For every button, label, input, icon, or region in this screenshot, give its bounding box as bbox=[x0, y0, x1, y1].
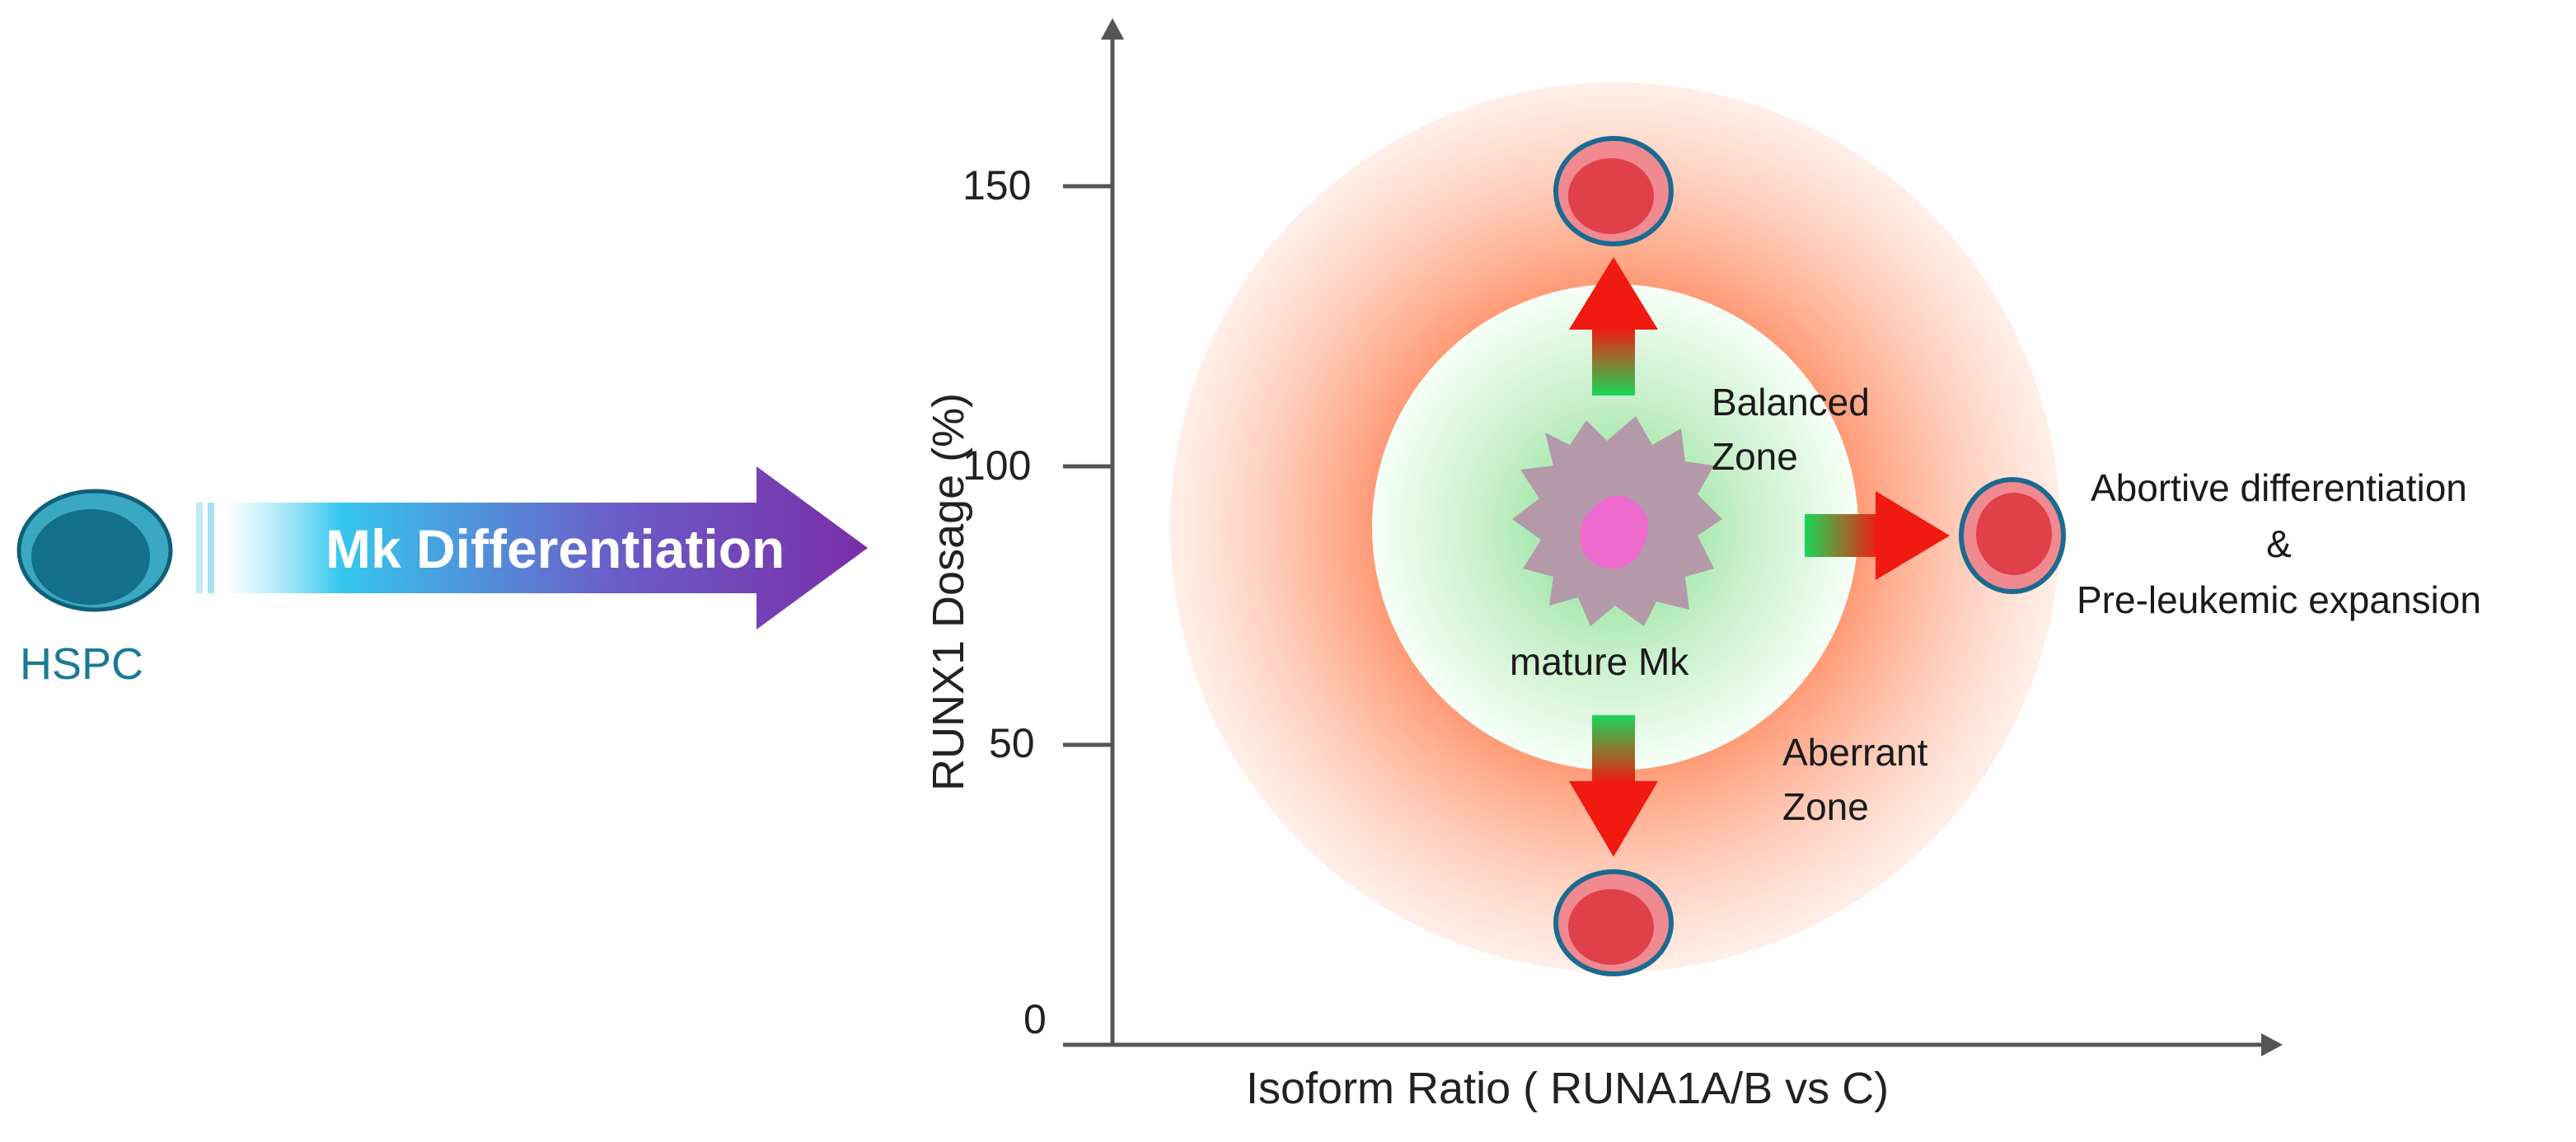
mk-differentiation-arrow bbox=[196, 466, 868, 630]
aberrant-cell-bottom-icon bbox=[1553, 869, 1674, 976]
balanced-zone-label: Balanced Zone bbox=[1712, 375, 1870, 484]
hspc-label: HSPC bbox=[20, 639, 144, 689]
aberrant-cell-right-icon bbox=[1959, 477, 2066, 594]
hspc-cell-icon bbox=[16, 489, 173, 612]
balanced-zone-label-line: Balanced bbox=[1712, 381, 1870, 424]
y-tick-label: 150 bbox=[962, 162, 1032, 208]
arrow-up-icon bbox=[1569, 257, 1658, 395]
aberrant-zone-label: Aberrant Zone bbox=[1782, 725, 1927, 834]
balanced-zone-label-line: Zone bbox=[1712, 435, 1798, 478]
outcome-label: Abortive differentiation & Pre-leukemic … bbox=[2077, 460, 2481, 628]
x-axis-label: Isoform Ratio ( RUNA1A/B vs C) bbox=[1246, 1064, 1890, 1113]
mature-mk-label: mature Mk bbox=[1510, 640, 1689, 683]
outcome-line: & bbox=[2266, 522, 2292, 565]
aberrant-zone-label-line: Zone bbox=[1782, 785, 1869, 828]
y-tick-label: 0 bbox=[1023, 996, 1047, 1042]
y-tick-label: 100 bbox=[962, 442, 1032, 489]
y-tick-label: 50 bbox=[989, 720, 1035, 766]
mk-differentiation-label: Mk Differentiation bbox=[326, 518, 785, 579]
y-axis-label: RUNX1 Dosage (%) bbox=[924, 392, 973, 791]
aberrant-zone-label-line: Aberrant bbox=[1782, 731, 1928, 774]
outcome-line: Abortive differentiation bbox=[2091, 466, 2467, 509]
aberrant-cell-top-icon bbox=[1553, 136, 1674, 246]
outcome-line: Pre-leukemic expansion bbox=[2077, 578, 2481, 621]
chart-axes bbox=[1063, 18, 2283, 1056]
arrow-right-icon bbox=[1805, 491, 1950, 580]
arrow-down-icon bbox=[1569, 715, 1658, 857]
mature-mk-cell-icon bbox=[1512, 416, 1722, 626]
